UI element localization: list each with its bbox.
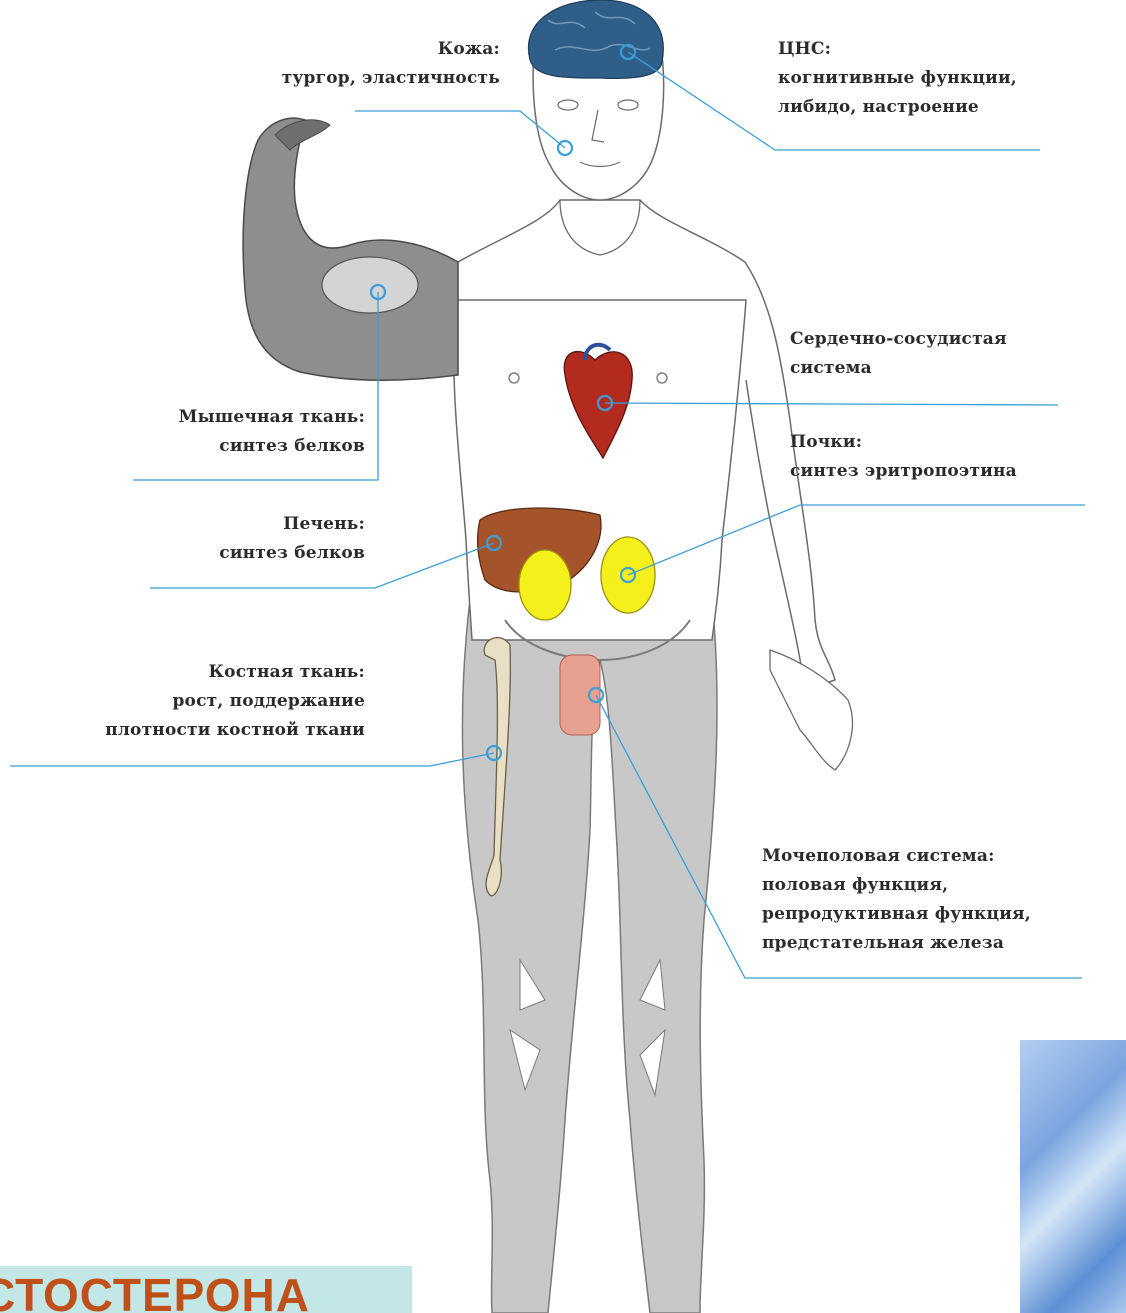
skin-label-line2: тургор, эластичность (190, 64, 500, 93)
muscle-label-line2: синтез белков (60, 432, 365, 461)
title-banner: СТОСТЕРОНА (0, 1266, 412, 1313)
left-kidney (519, 550, 571, 620)
cns-label-line3: либидо, настроение (778, 93, 1017, 122)
corner-decoration (1020, 1040, 1126, 1313)
urogenital-label-line3: репродуктивная функция, (762, 900, 1031, 929)
right-hand (770, 650, 852, 770)
torso-shape (454, 300, 746, 640)
urogenital-label-line2: половая функция, (762, 871, 1031, 900)
cardio-label-line2: система (790, 354, 1007, 383)
kidneys-label: Почки: синтез эритропоэтина (790, 428, 1017, 486)
skin-label: Кожа: тургор, эластичность (190, 35, 500, 93)
bone-label-title: Костная ткань: (5, 658, 365, 687)
kidneys-label-line2: синтез эритропоэтина (790, 457, 1017, 486)
bone-leader (10, 753, 494, 766)
cardio-label-title: Сердечно-сосудистая (790, 325, 1007, 354)
bone-label-line3: плотности костной ткани (5, 716, 365, 745)
cns-label: ЦНС: когнитивные функции, либидо, настро… (778, 35, 1017, 122)
kidneys-label-title: Почки: (790, 428, 1017, 457)
biceps (322, 257, 418, 313)
urogenital-label-line4: предстательная железа (762, 929, 1031, 958)
urogenital-label-title: Мочеполовая система: (762, 842, 1031, 871)
flexed-arm (243, 118, 458, 380)
liver-label-line2: синтез белков (60, 539, 365, 568)
muscle-label: Мышечная ткань: синтез белков (60, 403, 365, 461)
liver-label-title: Печень: (60, 510, 365, 539)
bone-label: Костная ткань: рост, поддержание плотнос… (5, 658, 365, 745)
skin-leader (355, 111, 565, 148)
cns-label-title: ЦНС: (778, 35, 1017, 64)
skin-label-title: Кожа: (190, 35, 500, 64)
cardio-label: Сердечно-сосудистая система (790, 325, 1007, 383)
urogenital-label: Мочеполовая система: половая функция, ре… (762, 842, 1031, 958)
urogenital-organs (560, 655, 600, 735)
neck (560, 200, 640, 255)
arm-shape (243, 118, 458, 380)
bone-label-line2: рост, поддержание (5, 687, 365, 716)
head (528, 0, 663, 200)
muscle-label-title: Мышечная ткань: (60, 403, 365, 432)
liver-label: Печень: синтез белков (60, 510, 365, 568)
title-banner-text: СТОСТЕРОНА (0, 1268, 310, 1313)
cns-label-line2: когнитивные функции, (778, 64, 1017, 93)
